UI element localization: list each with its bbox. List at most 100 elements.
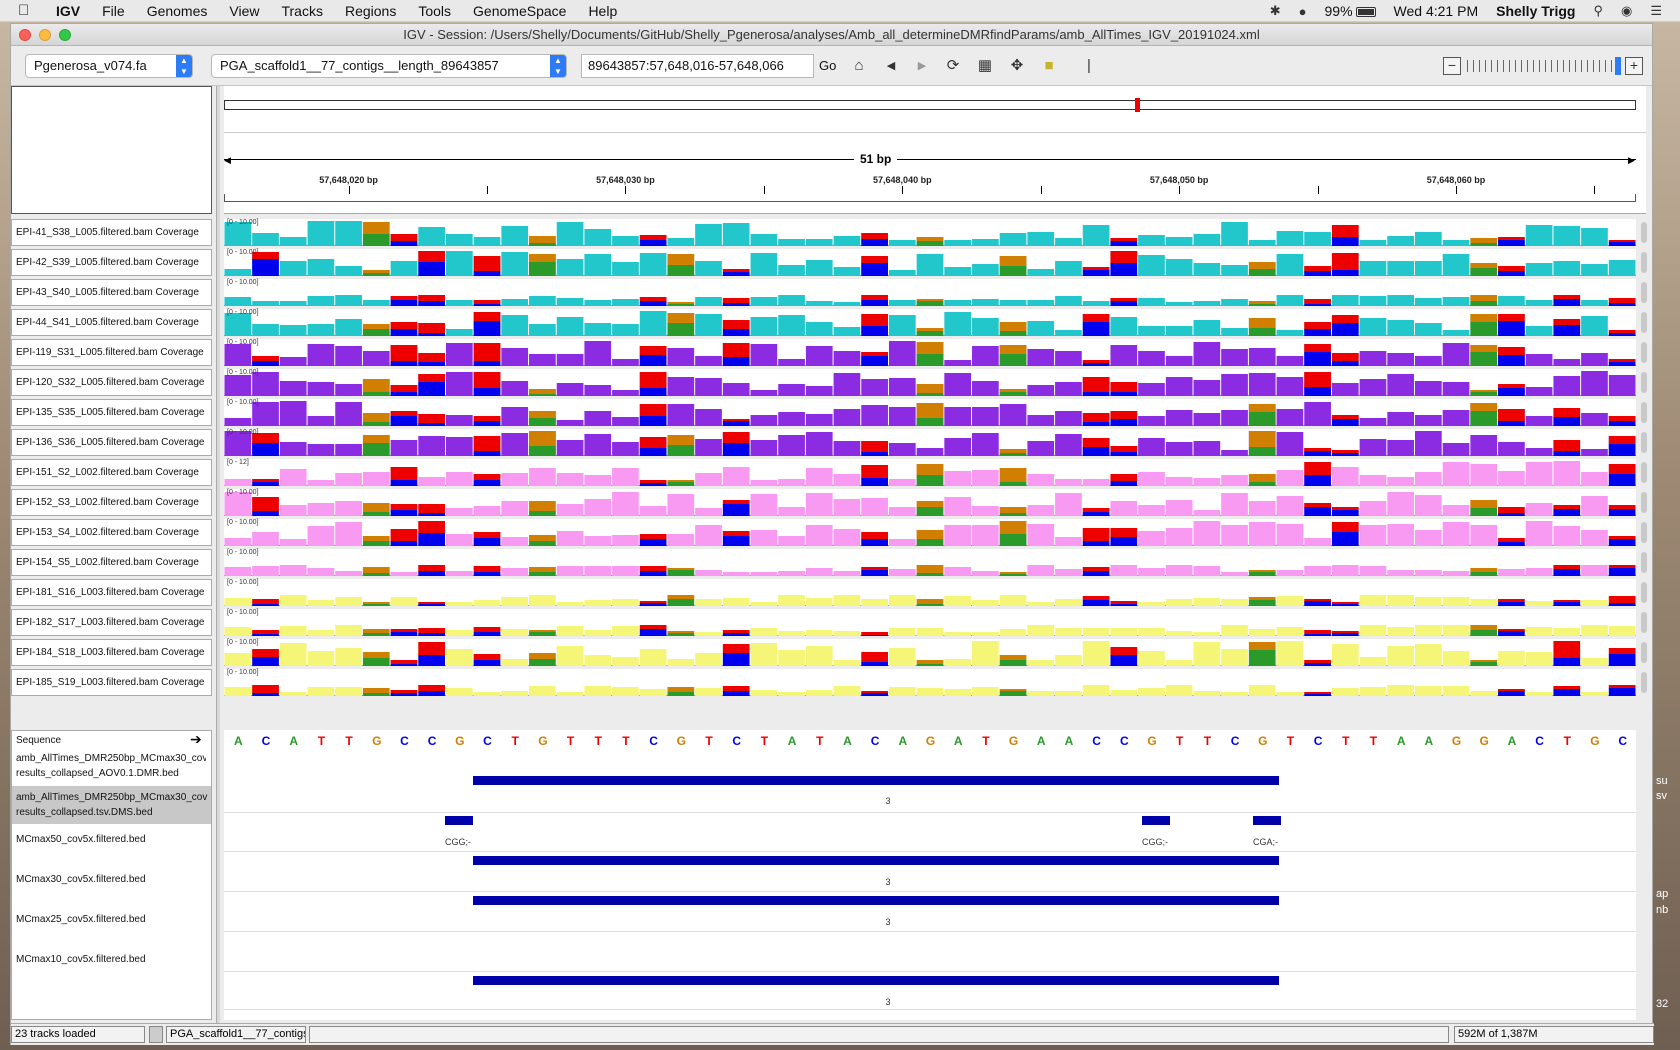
- track-scrollbar[interactable]: [1641, 282, 1647, 303]
- coverage-track-plot[interactable]: [0 - 10.00]: [224, 309, 1636, 336]
- track-scrollbar[interactable]: [1641, 612, 1647, 633]
- coverage-track-plot[interactable]: [0 - 10.00]: [224, 219, 1636, 246]
- coverage-track-name[interactable]: EPI-153_S4_L002.filtered.bam Coverage: [11, 519, 212, 546]
- mcmax30-track-name[interactable]: MCmax30_cov5x.filtered.bed: [16, 874, 146, 885]
- track-scrollbar[interactable]: [1641, 492, 1647, 513]
- coverage-track-plot[interactable]: [0 - 10.00]: [224, 639, 1636, 666]
- coverage-track-plot[interactable]: [0 - 10.00]: [224, 609, 1636, 636]
- home-icon[interactable]: ⌂: [854, 57, 864, 74]
- menu-tracks[interactable]: Tracks: [281, 2, 323, 19]
- strand-arrow-icon[interactable]: ➔: [190, 731, 202, 747]
- wifi-icon[interactable]: ●: [1298, 3, 1307, 19]
- menu-view[interactable]: View: [229, 2, 260, 19]
- coverage-track-plot[interactable]: [0 - 12]: [224, 459, 1636, 486]
- coverage-track-name[interactable]: EPI-41_S38_L005.filtered.bam Coverage: [11, 219, 212, 246]
- chromosome-select[interactable]: PGA_scaffold1__77_contigs__length_896438…: [211, 54, 567, 78]
- coverage-track-name[interactable]: EPI-120_S32_L005.filtered.bam Coverage: [11, 369, 212, 396]
- track-scrollbar[interactable]: [1641, 552, 1647, 573]
- menu-file[interactable]: File: [102, 2, 125, 19]
- mcmax50-track-name[interactable]: MCmax50_cov5x.filtered.bed: [16, 834, 146, 845]
- track-scrollbar[interactable]: [1641, 222, 1647, 243]
- panel-divider[interactable]: [216, 86, 220, 1036]
- coverage-track-plot[interactable]: [0 - 10.00]: [224, 369, 1636, 396]
- mcmax50-feature[interactable]: [473, 856, 1279, 865]
- bluetooth-icon[interactable]: ✱: [1269, 3, 1281, 18]
- track-scrollbar[interactable]: [1641, 522, 1647, 543]
- coverage-track-plot[interactable]: [0 - 10.00]: [224, 579, 1636, 606]
- menu-genomespace[interactable]: GenomeSpace: [473, 2, 567, 19]
- coverage-track-name[interactable]: EPI-152_S3_L002.filtered.bam Coverage: [11, 489, 212, 516]
- popup-info-icon[interactable]: ■: [1044, 57, 1054, 74]
- coverage-track-name[interactable]: EPI-43_S40_L005.filtered.bam Coverage: [11, 279, 212, 306]
- clock[interactable]: Wed 4:21 PM: [1393, 3, 1479, 19]
- siri-icon[interactable]: ◉: [1621, 3, 1633, 18]
- coverage-track-name[interactable]: EPI-151_S2_L002.filtered.bam Coverage: [11, 459, 212, 486]
- track-scrollbar[interactable]: [1641, 642, 1647, 663]
- coverage-track-name[interactable]: EPI-181_S16_L003.filtered.bam Coverage: [11, 579, 212, 606]
- track-scrollbar[interactable]: [1641, 372, 1647, 393]
- coverage-track-plot[interactable]: [0 - 10.00]: [224, 339, 1636, 366]
- coverage-track-name[interactable]: EPI-42_S39_L005.filtered.bam Coverage: [11, 249, 212, 276]
- zoom-window-button[interactable]: [59, 29, 71, 41]
- go-button[interactable]: Go: [819, 58, 837, 73]
- menu-tools[interactable]: Tools: [418, 2, 452, 19]
- chromosome-ideogram[interactable]: [224, 100, 1636, 110]
- coverage-track-name[interactable]: EPI-185_S19_L003.filtered.bam Coverage: [11, 669, 212, 696]
- zoom-slider[interactable]: [1467, 60, 1617, 72]
- mcmax25-track-name[interactable]: MCmax25_cov5x.filtered.bed: [16, 914, 146, 925]
- zoom-out-button[interactable]: −: [1443, 57, 1461, 75]
- apple-menu-icon[interactable]: : [18, 2, 38, 19]
- coverage-track-name[interactable]: EPI-44_S41_L005.filtered.bam Coverage: [11, 309, 212, 336]
- notification-center-icon[interactable]: ☰: [1650, 3, 1662, 18]
- coverage-track-name[interactable]: EPI-119_S31_L005.filtered.bam Coverage: [11, 339, 212, 366]
- dms-feature[interactable]: [1142, 816, 1170, 825]
- battery-status[interactable]: 99%: [1325, 3, 1376, 19]
- coverage-track-plot[interactable]: [0 - 10.00]: [224, 519, 1636, 546]
- coverage-track-plot[interactable]: [0 - 10.00]: [224, 249, 1636, 276]
- mcmax30-feature[interactable]: [473, 896, 1279, 905]
- menu-help[interactable]: Help: [588, 2, 618, 19]
- zoom-slider-knob[interactable]: [1615, 57, 1621, 75]
- region-navigator-icon[interactable]: ▦: [977, 57, 993, 74]
- coverage-track-name[interactable]: EPI-135_S35_L005.filtered.bam Coverage: [11, 399, 212, 426]
- coverage-track-plot[interactable]: [0 - 10.00]: [224, 549, 1636, 576]
- close-window-button[interactable]: [19, 29, 31, 41]
- forward-icon[interactable]: ▶: [917, 60, 927, 72]
- dms-feature[interactable]: [1253, 816, 1281, 825]
- zoom-in-button[interactable]: +: [1625, 57, 1643, 75]
- refresh-icon[interactable]: ⟳: [946, 57, 960, 74]
- track-scrollbar[interactable]: [1641, 342, 1647, 363]
- resize-to-window-icon[interactable]: ✥: [1010, 57, 1024, 74]
- coverage-track-name[interactable]: EPI-184_S18_L003.filtered.bam Coverage: [11, 639, 212, 666]
- genome-select[interactable]: Pgenerosa_v074.fa ▲▼: [25, 54, 193, 78]
- track-scrollbar[interactable]: [1641, 402, 1647, 423]
- track-scrollbar[interactable]: [1641, 432, 1647, 453]
- coverage-track-name[interactable]: EPI-182_S17_L003.filtered.bam Coverage: [11, 609, 212, 636]
- zoom-widget[interactable]: − +: [1443, 57, 1643, 75]
- coverage-track-name[interactable]: EPI-136_S36_L005.filtered.bam Coverage: [11, 429, 212, 456]
- minimize-window-button[interactable]: [39, 29, 51, 41]
- dms-feature[interactable]: [445, 816, 473, 825]
- sequence-track-name[interactable]: Sequence: [16, 735, 62, 746]
- dms-track-name[interactable]: amb_AllTimes_DMR250bp_MCmax30_cov result…: [12, 786, 211, 824]
- app-menu[interactable]: IGV: [56, 2, 81, 19]
- back-icon[interactable]: ◀: [886, 60, 896, 72]
- locus-input[interactable]: 89643857:57,648,016-57,648,066: [581, 54, 814, 78]
- spotlight-search-icon[interactable]: ⚲: [1593, 3, 1603, 18]
- track-scrollbar[interactable]: [1641, 582, 1647, 603]
- track-scrollbar[interactable]: [1641, 252, 1647, 273]
- track-scrollbar[interactable]: [1641, 462, 1647, 483]
- status-memory[interactable]: 592M of 1,387M: [1454, 1026, 1654, 1043]
- coverage-track-plot[interactable]: [0 - 10.00]: [224, 399, 1636, 426]
- coverage-track-plot[interactable]: [0 - 10.00]: [224, 489, 1636, 516]
- coverage-track-plot[interactable]: [0 - 10.00]: [224, 429, 1636, 456]
- coverage-track-name[interactable]: EPI-154_S5_L002.filtered.bam Coverage: [11, 549, 212, 576]
- dmr-track-name[interactable]: amb_AllTimes_DMR250bp_MCmax30_cov result…: [16, 751, 206, 781]
- dmr-feature[interactable]: [473, 776, 1279, 785]
- track-scrollbar[interactable]: [1641, 312, 1647, 333]
- mcmax10-feature[interactable]: [473, 976, 1279, 985]
- mcmax10-track-name[interactable]: MCmax10_cov5x.filtered.bed: [16, 954, 146, 965]
- user-menu[interactable]: Shelly Trigg: [1496, 3, 1576, 19]
- menu-regions[interactable]: Regions: [344, 2, 397, 19]
